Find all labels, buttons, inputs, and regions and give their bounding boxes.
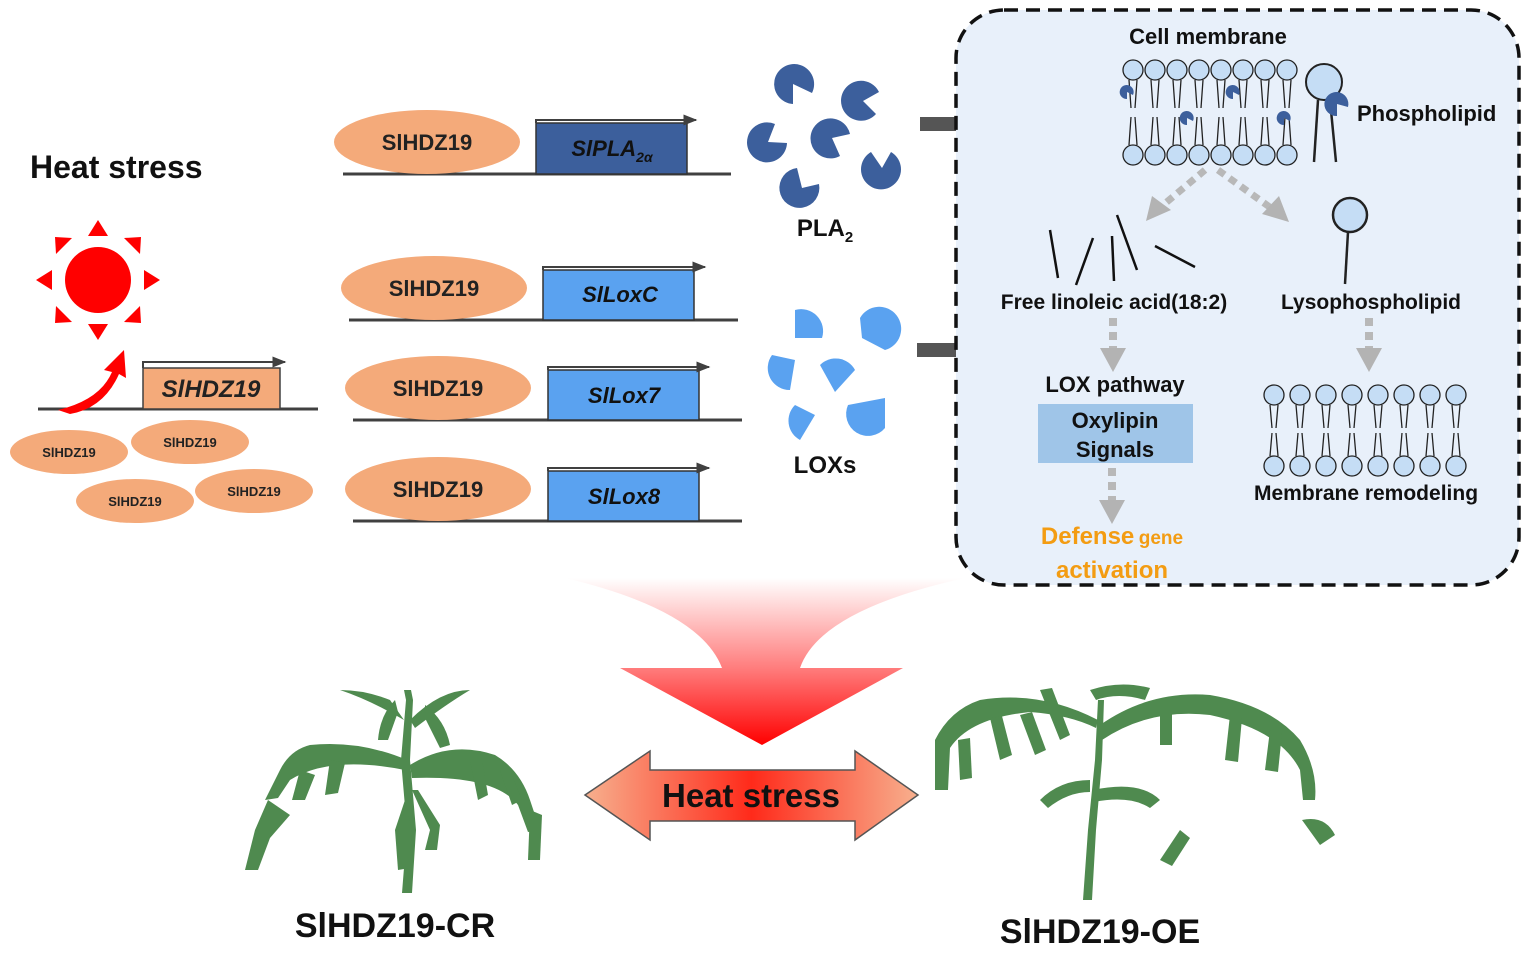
defense-label: Defense gene (1041, 523, 1183, 550)
svg-text:SlHDZ19: SlHDZ19 (389, 276, 479, 301)
pla2-enzymes (747, 64, 901, 208)
gene-row-lox8: SlHDZ19 SlLox8 (345, 457, 742, 523)
funnel-arrow (565, 578, 965, 745)
svg-text:SlHDZ19: SlHDZ19 (163, 435, 216, 450)
wilted-plant-icon (245, 690, 542, 893)
induction-arrow (58, 350, 126, 414)
free-linoleic-acid-label: Free linoleic acid(18:2) (1001, 291, 1227, 314)
gene-label-pla: SlPLA (571, 136, 636, 161)
membrane-remodeling-label: Membrane remodeling (1254, 482, 1478, 505)
lysophospholipid-label: Lysophospholipid (1281, 291, 1461, 314)
pla2-label: PLA2 (797, 215, 853, 246)
gene-row-loxc: SlHDZ19 SlLoxC (341, 256, 738, 322)
cell-membrane-bilayer (1122, 59, 1298, 166)
gene-row-lox7: SlHDZ19 SlLox7 (345, 356, 742, 422)
lox-pathway-label: LOX pathway (1045, 372, 1185, 397)
oxylipin-label: Oxylipin (1072, 408, 1159, 433)
svg-text:SlHDZ19: SlHDZ19 (393, 477, 483, 502)
gene-label-loxc: SlLoxC (582, 282, 659, 307)
slhdz19-gene-box (142, 367, 281, 410)
gene-label-lox8: SlLox8 (588, 484, 661, 509)
sun-icon (36, 220, 160, 340)
gene-label-lox7: SlLox7 (588, 383, 662, 408)
lox-label: LOXs (794, 452, 857, 479)
svg-text:SlHDZ19: SlHDZ19 (382, 130, 472, 155)
heat-stress-title: Heat stress (30, 149, 203, 185)
activation-label: activation (1056, 557, 1168, 584)
free-fatty-acid-chains (1048, 214, 1196, 286)
signals-label: Signals (1076, 437, 1154, 462)
svg-text:SlHDZ19: SlHDZ19 (108, 494, 161, 509)
healthy-plant-icon (935, 684, 1335, 900)
cell-membrane-label: Cell membrane (1129, 24, 1287, 49)
cleavage-arrows (1146, 167, 1289, 222)
svg-text:SlHDZ19: SlHDZ19 (227, 484, 280, 499)
oe-plant-label: SlHDZ19-OE (1000, 913, 1200, 951)
membrane-bound-pla2 (1119, 85, 1291, 126)
tss-arrow (142, 356, 287, 368)
lysophospholipid-icon (1331, 196, 1369, 285)
gene-subscript-pla: 2α (635, 149, 654, 165)
gene-row-pla: SlHDZ19 SlPLA2α (334, 110, 731, 176)
dotted-arrow-la-to-lox (1100, 318, 1126, 372)
lox-enzymes (767, 306, 902, 440)
heat-stress-double-arrow (583, 749, 920, 842)
phospholipid-label: Phospholipid (1357, 101, 1496, 126)
dotted-arrow-lyso-to-remodel (1356, 318, 1382, 372)
svg-text:SlHDZ19: SlHDZ19 (393, 376, 483, 401)
dotted-arrow-oxylipin-to-defense (1099, 468, 1125, 524)
heat-stress-arrow-label: Heat stress (662, 777, 840, 814)
protein-cluster: SlHDZ19 SlHDZ19 SlHDZ19 SlHDZ19 (10, 420, 313, 523)
phospholipid-icon (1305, 63, 1349, 163)
oxylipin-box (1038, 404, 1193, 463)
slhdz19-gene-label: SlHDZ19 (162, 376, 261, 403)
svg-text:SlHDZ19: SlHDZ19 (42, 445, 95, 460)
cr-plant-label: SlHDZ19-CR (295, 907, 495, 945)
svg-text:SlPLA2α: SlPLA2α (571, 136, 654, 165)
remodeled-membrane (1263, 384, 1467, 477)
